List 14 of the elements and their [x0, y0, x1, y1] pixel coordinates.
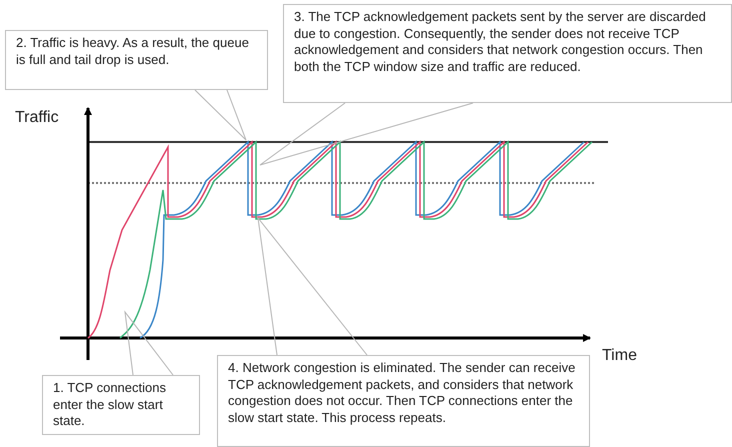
axis-label: Traffic — [15, 108, 59, 128]
callout-text: 4. Network congestion is eliminated. The sender can receive TCP acknowledgement packets, and considers that network congestion does not occur. Then TCP connections enter the slow start state. This process repeats. — [228, 360, 576, 426]
callout-box — [217, 355, 590, 447]
callout-box — [283, 4, 732, 103]
axis-label: Time — [602, 346, 637, 366]
callout-box — [5, 30, 268, 90]
callout-text: 1. TCP connections enter the slow start state. — [53, 380, 167, 430]
callout-text: 2. Traffic is heavy. As a result, the queue is full and tail drop is used. — [16, 35, 250, 68]
leader-line — [194, 90, 246, 140]
leader-line — [260, 102, 474, 166]
leader-line — [124, 310, 174, 376]
callout-text: 3. The TCP acknowledgement packets sent by the server are discarded due to congestion. Consequently, the sender does not receive TCP acknowledgement and considers that network congestion occurs. Then both the TCP window size and traffic are reduced. — [294, 9, 707, 75]
callout-box — [42, 375, 200, 435]
leader-line — [257, 216, 368, 356]
